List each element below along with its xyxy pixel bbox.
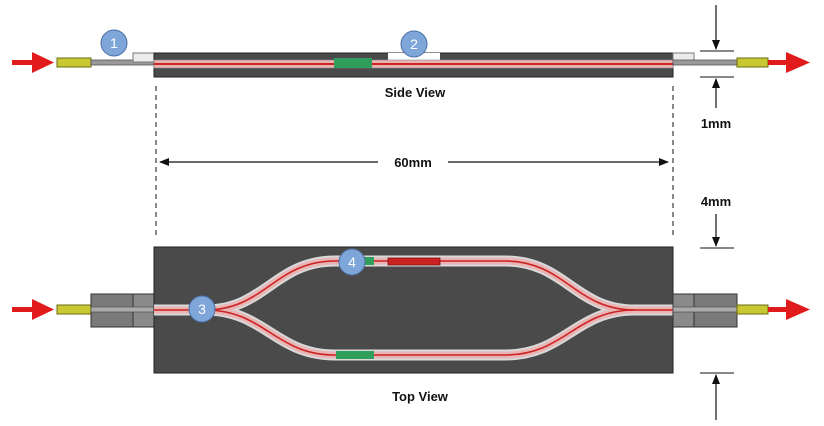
top-thickness-label: 4mm bbox=[701, 194, 731, 209]
side-thickness-dimension: 1mm bbox=[700, 5, 734, 131]
top-thickness-dimension: 4mm bbox=[700, 194, 734, 420]
top-input-fiber bbox=[56, 304, 92, 315]
marker-4: 4 bbox=[338, 248, 366, 276]
side-waveguide-core bbox=[154, 63, 673, 65]
side-input-ferrule bbox=[132, 52, 155, 63]
marker-2: 2 bbox=[400, 30, 428, 58]
top-output-fiber bbox=[736, 304, 769, 315]
length-label: 60mm bbox=[394, 155, 432, 170]
top-view-label: Top View bbox=[392, 389, 449, 404]
svg-text:3: 3 bbox=[198, 301, 206, 317]
side-output-arrow bbox=[768, 52, 810, 73]
length-dimension: 60mm bbox=[159, 155, 669, 170]
upper-arm-electrode bbox=[387, 257, 441, 266]
marker-1: 1 bbox=[100, 29, 128, 57]
top-input-arrow bbox=[12, 299, 54, 320]
top-view: 3 4 Top View bbox=[12, 246, 810, 404]
side-view-label: Side View bbox=[385, 85, 446, 100]
top-output-arrow bbox=[768, 299, 810, 320]
side-output-fiber bbox=[736, 57, 769, 68]
marker-3: 3 bbox=[188, 295, 216, 323]
side-view: 1 2 Side View bbox=[12, 29, 810, 100]
svg-text:2: 2 bbox=[410, 36, 418, 52]
side-output-pigtail bbox=[672, 59, 738, 66]
upper-arm-green-section bbox=[358, 257, 374, 265]
side-green-section bbox=[334, 58, 372, 68]
lower-arm-green-section bbox=[336, 351, 374, 359]
side-input-fiber bbox=[56, 57, 92, 68]
side-thickness-label: 1mm bbox=[701, 116, 731, 131]
svg-text:1: 1 bbox=[110, 35, 118, 51]
top-input-pigtail bbox=[90, 306, 155, 313]
top-output-pigtail bbox=[672, 306, 738, 313]
side-input-arrow bbox=[12, 52, 54, 73]
svg-text:4: 4 bbox=[348, 254, 356, 270]
